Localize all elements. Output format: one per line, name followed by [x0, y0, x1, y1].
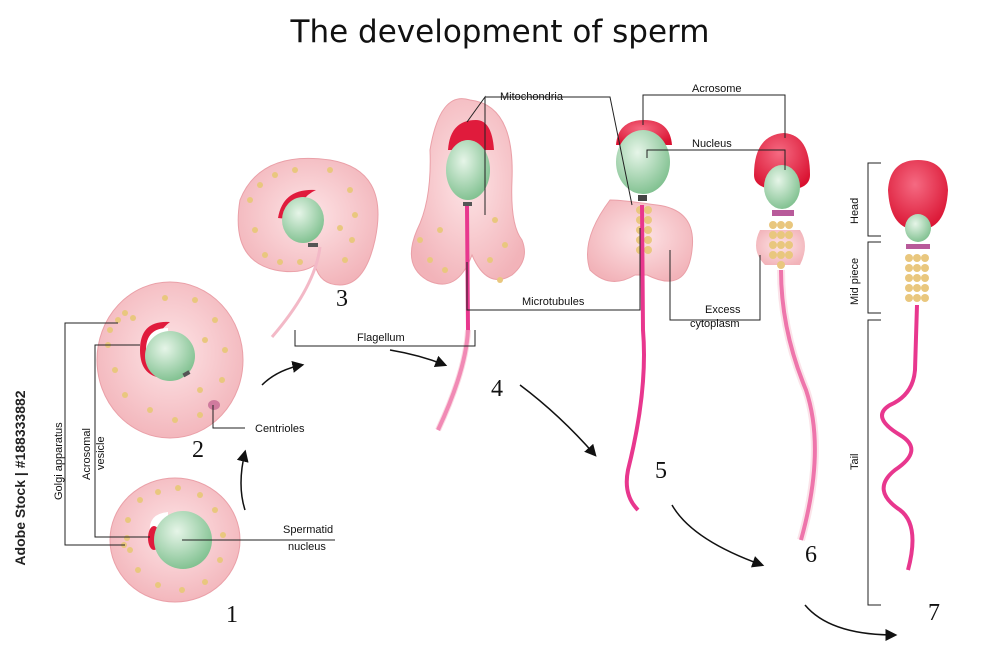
- label-acrosome: Acrosome: [692, 83, 742, 95]
- label-excess-2: cytoplasm: [690, 318, 740, 330]
- label-spermatid-1: Spermatid: [283, 524, 333, 536]
- stage-3-cell: [237, 157, 379, 338]
- stage-7-sperm: [880, 160, 948, 571]
- stage-6-cell: [754, 133, 819, 542]
- diagram-title: The development of sperm: [290, 14, 710, 50]
- stage-number-3: 3: [336, 286, 348, 312]
- stage-number-7: 7: [928, 600, 940, 626]
- label-centrioles: Centrioles: [255, 423, 305, 435]
- arrow-4-to-5: [519, 384, 597, 457]
- label-mid-piece: Mid piece: [849, 258, 861, 305]
- label-nucleus: Nucleus: [692, 138, 732, 150]
- stage-number-2: 2: [192, 437, 204, 463]
- arrow-1-to-2: [236, 449, 249, 511]
- label-acrosomal-1: Acrosomal: [81, 428, 93, 480]
- label-microtubules: Microtubules: [522, 296, 585, 308]
- label-golgi: Golgi apparatus: [53, 422, 65, 500]
- stage-2-cell: [96, 281, 244, 439]
- arrow-2-to-3: [261, 361, 305, 386]
- stage-number-5: 5: [655, 458, 667, 484]
- stage-number-4: 4: [491, 376, 503, 402]
- stage-number-6: 6: [805, 542, 817, 568]
- label-spermatid-2: nucleus: [288, 541, 326, 553]
- arrow-6-to-7: [804, 604, 898, 641]
- label-tail: Tail: [849, 453, 861, 470]
- arrow-3-to-4: [389, 349, 448, 368]
- label-acrosomal-2: vesicle: [95, 436, 107, 470]
- label-head: Head: [849, 198, 861, 224]
- label-excess-1: Excess: [705, 304, 741, 316]
- stage-number-1: 1: [226, 602, 238, 628]
- leader-lines: [64, 94, 881, 606]
- progression-arrows: [236, 349, 898, 641]
- arrow-5-to-6: [671, 504, 765, 568]
- stage-4-cell: [410, 98, 525, 432]
- label-mitochondria: Mitochondria: [500, 91, 564, 103]
- stage-5-cell: [587, 120, 694, 512]
- label-flagellum: Flagellum: [357, 332, 405, 344]
